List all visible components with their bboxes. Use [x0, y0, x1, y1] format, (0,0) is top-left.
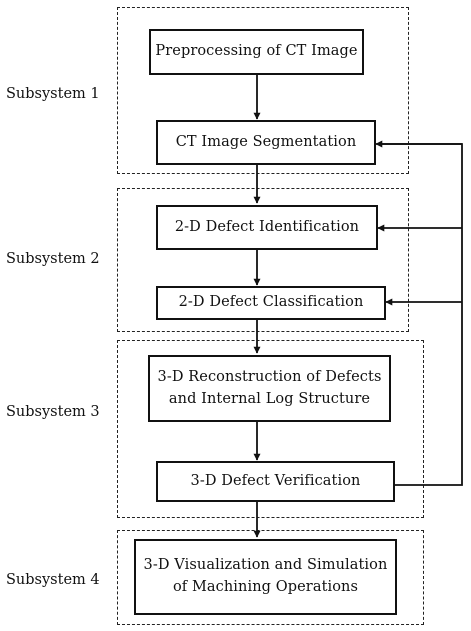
identification-box: 2-D Defect Identification: [156, 205, 378, 250]
visualization-box: 3-D Visualization and Simulation of Mach…: [134, 539, 397, 615]
verification-box: 3-D Defect Verification: [156, 461, 395, 502]
verification-text: 3-D Defect Verification: [190, 472, 361, 489]
classification-box: 2-D Defect Classification: [156, 286, 386, 320]
visualization-text-line-1: 3-D Visualization and Simulation: [143, 557, 388, 574]
subsystem-3-group: [117, 340, 424, 518]
segmentation-text: CT Image Segmentation: [175, 133, 357, 150]
feedback-loop-line: [380, 143, 463, 486]
reconstruction-box: 3-D Reconstruction of Defects and Intern…: [148, 355, 391, 422]
subsystem-4-label: Subsystem 4: [6, 572, 100, 588]
preprocessing-text: Preprocessing of CT Image: [155, 43, 358, 60]
identification-text: 2-D Defect Identification: [174, 218, 360, 235]
visualization-text-line-2: of Machining Operations: [172, 579, 359, 595]
subsystem-1-label: Subsystem 1: [6, 86, 100, 102]
reconstruction-text-line-1: 3-D Reconstruction of Defects: [157, 368, 382, 385]
segmentation-box: CT Image Segmentation: [156, 120, 376, 165]
preprocessing-box: Preprocessing of CT Image: [149, 29, 364, 75]
subsystem-4-group: [117, 530, 424, 625]
subsystem-3-label: Subsystem 3: [6, 404, 100, 420]
classification-text: 2-D Defect Classification: [178, 294, 364, 311]
subsystem-1-group: [117, 7, 409, 174]
subsystem-2-group: [117, 188, 409, 332]
subsystem-2-label: Subsystem 2: [6, 251, 100, 267]
reconstruction-text-line-2: and Internal Log Structure: [168, 390, 371, 407]
